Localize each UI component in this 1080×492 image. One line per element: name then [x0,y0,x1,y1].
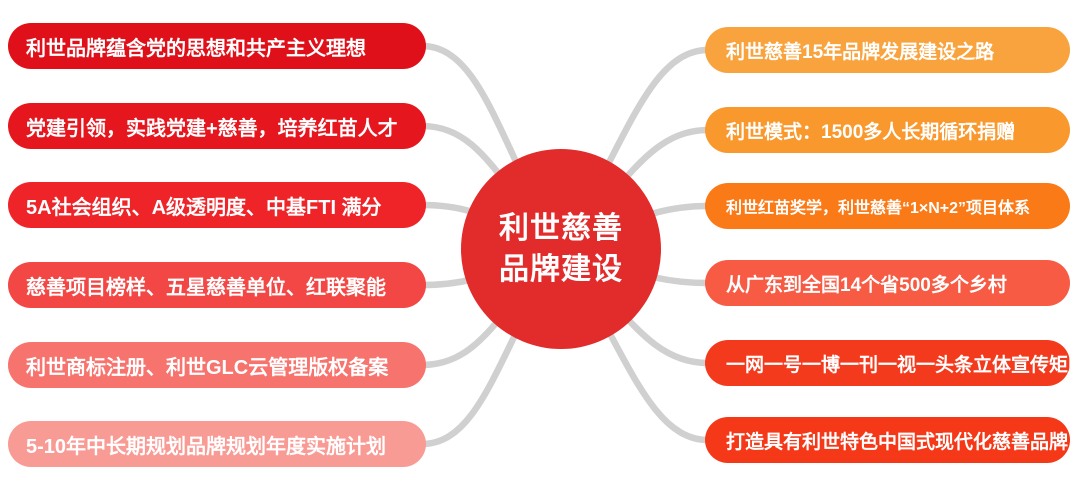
branch-item-right-3: 利世红苗奖学，利世慈善“1×N+2”项目体系 [705,183,1070,229]
branch-item-left-1: 利世品牌蕴含党的思想和共产主义理想 [8,23,426,69]
branch-label: 利世品牌蕴含党的思想和共产主义理想 [26,37,366,60]
branch-label: 利世商标注册、利世GLC云管理版权备案 [26,356,389,379]
branch-label: 5A社会组织、A级透明度、中基FTI 满分 [26,196,382,219]
branch-label: 利世慈善15年品牌发展建设之路 [726,41,995,63]
branch-item-right-5: 一网一号一博一刊一视一头条立体宣传矩阵 [705,340,1080,386]
center-title-line1: 利世慈善 [499,212,623,245]
branch-label: 慈善项目榜样、五星慈善单位、红联聚能 [26,276,386,299]
center-title-line2: 品牌建设 [499,253,623,286]
branch-item-right-1: 利世慈善15年品牌发展建设之路 [705,27,1070,73]
branch-label: 5-10年中长期规划品牌规划年度实施计划 [26,435,387,458]
branch-item-left-2: 党建引领，实践党建+慈善，培养红苗人才 [8,103,426,149]
branch-label: 利世红苗奖学，利世慈善“1×N+2”项目体系 [726,200,1031,217]
branch-item-right-4: 从广东到全国14个省500多个乡村 [705,260,1070,306]
branch-label: 打造具有利世特色中国式现代化慈善品牌 [726,431,1069,453]
branch-label: 从广东到全国14个省500多个乡村 [726,274,1007,296]
branch-item-left-3: 5A社会组织、A级透明度、中基FTI 满分 [8,182,426,228]
branch-item-left-6: 5-10年中长期规划品牌规划年度实施计划 [8,421,426,467]
branch-label: 党建引领，实践党建+慈善，培养红苗人才 [26,117,398,140]
branch-item-left-5: 利世商标注册、利世GLC云管理版权备案 [8,342,426,388]
branch-item-right-6: 打造具有利世特色中国式现代化慈善品牌 [705,417,1070,463]
branch-label: 一网一号一博一刊一视一头条立体宣传矩阵 [726,354,1080,376]
branch-item-right-2: 利世模式：1500多人长期循环捐赠 [705,107,1070,153]
branch-item-left-4: 慈善项目榜样、五星慈善单位、红联聚能 [8,262,426,308]
branch-label: 利世模式：1500多人长期循环捐赠 [726,121,1016,143]
center-node: 利世慈善 品牌建设 [461,149,661,349]
